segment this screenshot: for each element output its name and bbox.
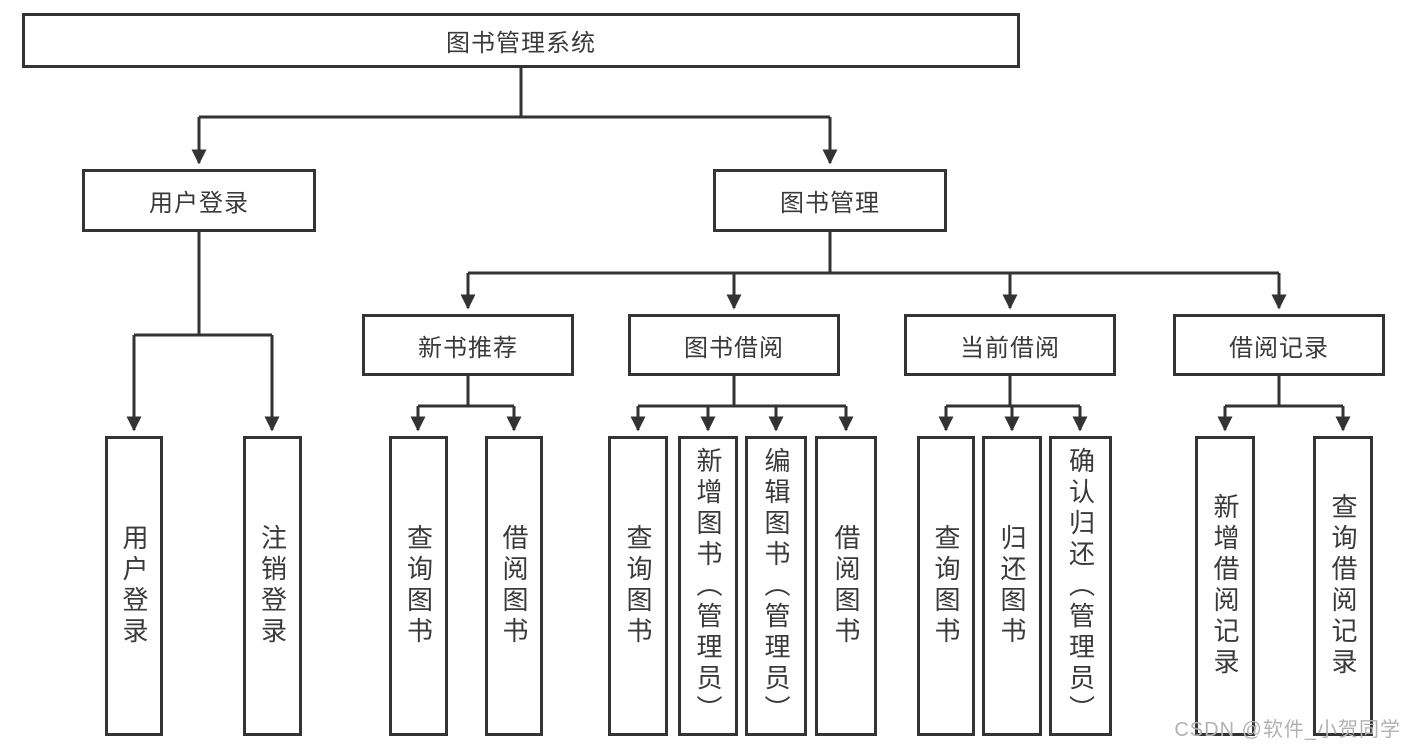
csdn-watermark: CSDN @软件_小贺同学 (1174, 719, 1401, 741)
leaf-return-book: 归还图书 (982, 436, 1042, 736)
leaf-user-login: 用户登录 (105, 436, 163, 736)
leaf-label: 确认归还（管理员） (1065, 446, 1096, 726)
node-book-borrow: 图书借阅 (628, 314, 840, 376)
node-book-management: 图书管理 (713, 169, 947, 232)
leaf-label: 借阅图书 (499, 524, 529, 648)
leaf-label: 查询图书 (623, 524, 653, 648)
leaf-label: 查询图书 (403, 524, 434, 648)
node-current-borrow: 当前借阅 (904, 314, 1116, 376)
leaf-label: 编辑图书（管理员） (761, 446, 791, 726)
leaf-label: 归还图书 (997, 524, 1027, 648)
leaf-query-books: 查询图书 (608, 436, 668, 736)
leaf-label: 新增图书（管理员） (693, 446, 723, 726)
leaf-logout: 注销登录 (243, 436, 302, 736)
leaf-confirm-return-admin: 确认归还（管理员） (1049, 436, 1112, 736)
node-borrow-record: 借阅记录 (1173, 314, 1385, 376)
leaf-borrow-books: 借阅图书 (815, 436, 877, 736)
leaf-edit-book-admin: 编辑图书（管理员） (745, 436, 807, 736)
leaf-label: 用户登录 (119, 524, 149, 648)
leaf-label: 借阅图书 (831, 524, 861, 648)
leaf-query-books: 查询图书 (389, 436, 448, 736)
leaf-add-borrow-record: 新增借阅记录 (1195, 436, 1255, 736)
leaf-label: 查询借阅记录 (1328, 493, 1358, 679)
node-user-login: 用户登录 (82, 169, 316, 232)
leaf-add-book-admin: 新增图书（管理员） (678, 436, 738, 736)
leaf-borrow-books: 借阅图书 (485, 436, 543, 736)
leaf-label: 新增借阅记录 (1210, 493, 1240, 679)
leaf-label: 查询图书 (931, 524, 961, 648)
node-new-book-recommend: 新书推荐 (362, 314, 574, 376)
leaf-query-borrow-record: 查询借阅记录 (1313, 436, 1373, 736)
leaf-label: 注销登录 (257, 524, 288, 648)
node-library-management-system: 图书管理系统 (22, 13, 1020, 68)
leaf-query-books: 查询图书 (917, 436, 975, 736)
